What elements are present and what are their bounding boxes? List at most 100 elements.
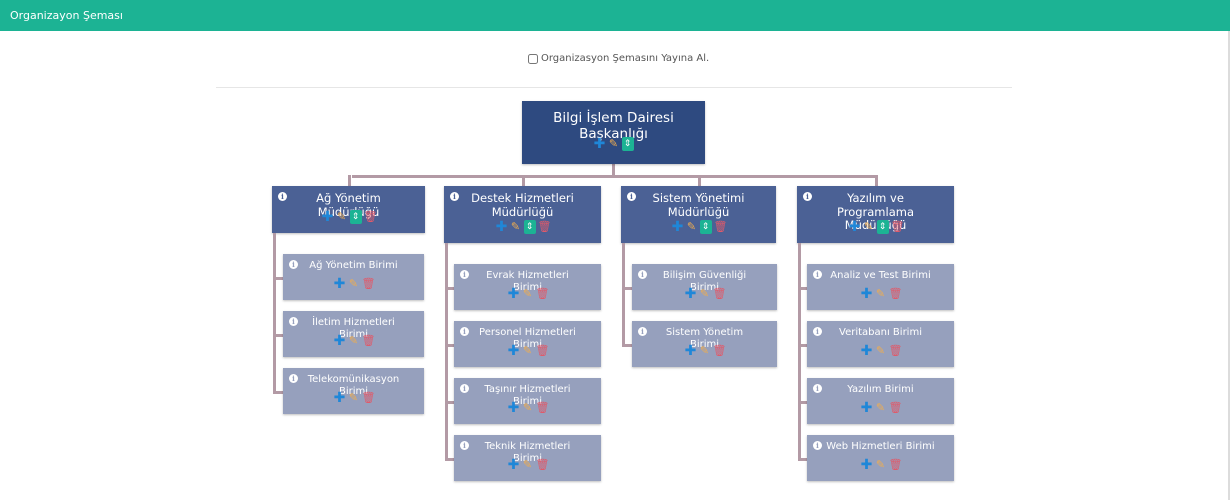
edit-icon[interactable]: ✎ <box>863 220 874 233</box>
plus-icon[interactable]: ✚ <box>848 219 861 235</box>
plus-icon[interactable]: ✚ <box>684 343 697 359</box>
trash-icon[interactable]: 🗑 <box>713 220 728 233</box>
info-icon[interactable]: i <box>638 270 647 279</box>
publish-checkbox[interactable] <box>528 53 538 64</box>
info-icon[interactable]: i <box>460 441 469 450</box>
trash-icon[interactable]: 🗑 <box>361 391 376 404</box>
root-node[interactable]: Bilgi İşlem Dairesi Başkanlığı✚✎⇕ <box>522 101 705 164</box>
edit-icon[interactable]: ✎ <box>699 287 710 300</box>
edit-icon[interactable]: ✎ <box>608 137 619 150</box>
plus-icon[interactable]: ✚ <box>507 457 520 473</box>
trash-icon[interactable]: 🗑 <box>363 210 378 223</box>
sort-icon[interactable]: ⇕ <box>621 137 634 151</box>
sort-icon[interactable]: ⇕ <box>349 210 362 224</box>
plus-icon[interactable]: ✚ <box>860 343 873 359</box>
edit-icon[interactable]: ✎ <box>522 401 533 414</box>
trash-icon[interactable]: 🗑 <box>712 287 727 300</box>
trash-icon[interactable]: 🗑 <box>888 458 903 471</box>
edit-icon[interactable]: ✎ <box>336 210 347 223</box>
edit-icon[interactable]: ✎ <box>686 220 697 233</box>
info-icon[interactable]: i <box>450 192 459 201</box>
trash-icon[interactable]: 🗑 <box>361 277 376 290</box>
info-icon[interactable]: i <box>813 327 822 336</box>
trash-icon[interactable]: 🗑 <box>712 344 727 357</box>
trash-icon[interactable]: 🗑 <box>888 344 903 357</box>
info-icon[interactable]: i <box>638 327 647 336</box>
trash-icon[interactable]: 🗑 <box>535 458 550 471</box>
edit-icon[interactable]: ✎ <box>522 287 533 300</box>
edit-icon[interactable]: ✎ <box>875 344 886 357</box>
sort-icon[interactable]: ⇕ <box>523 220 536 234</box>
info-icon[interactable]: i <box>460 384 469 393</box>
info-icon[interactable]: i <box>278 192 287 201</box>
plus-icon[interactable]: ✚ <box>333 276 346 292</box>
edit-icon[interactable]: ✎ <box>348 277 359 290</box>
plus-icon[interactable]: ✚ <box>507 286 520 302</box>
trash-icon[interactable]: 🗑 <box>361 334 376 347</box>
publish-label: Organizasyon Şemasını Yayına Al. <box>541 53 710 64</box>
node-actions: ✚✎🗑 <box>454 400 601 416</box>
plus-icon[interactable]: ✚ <box>671 219 684 235</box>
edit-icon[interactable]: ✎ <box>875 401 886 414</box>
edit-icon[interactable]: ✎ <box>522 344 533 357</box>
info-icon[interactable]: i <box>289 374 298 383</box>
plus-icon[interactable]: ✚ <box>495 219 508 235</box>
sort-icon[interactable]: ⇕ <box>876 220 889 234</box>
plus-icon[interactable]: ✚ <box>593 136 606 152</box>
info-icon[interactable]: i <box>289 317 298 326</box>
plus-icon[interactable]: ✚ <box>321 209 334 225</box>
edit-icon[interactable]: ✎ <box>522 458 533 471</box>
info-icon[interactable]: i <box>813 270 822 279</box>
edit-icon[interactable]: ✎ <box>699 344 710 357</box>
trash-icon[interactable]: 🗑 <box>535 287 550 300</box>
plus-icon[interactable]: ✚ <box>860 286 873 302</box>
plus-icon[interactable]: ✚ <box>860 400 873 416</box>
sort-icon[interactable]: ⇕ <box>699 220 712 234</box>
info-icon[interactable]: i <box>460 270 469 279</box>
node-actions: ✚✎⇕🗑 <box>444 220 601 234</box>
trash-icon[interactable]: 🗑 <box>535 401 550 414</box>
info-icon[interactable]: i <box>627 192 636 201</box>
connector-line <box>273 391 283 394</box>
plus-icon[interactable]: ✚ <box>860 457 873 473</box>
edit-icon[interactable]: ✎ <box>510 220 521 233</box>
divider <box>216 87 1012 88</box>
plus-icon[interactable]: ✚ <box>507 400 520 416</box>
trash-icon[interactable]: 🗑 <box>535 344 550 357</box>
trash-icon[interactable]: 🗑 <box>888 401 903 414</box>
edit-icon[interactable]: ✎ <box>348 391 359 404</box>
info-icon[interactable]: i <box>813 441 822 450</box>
info-icon[interactable]: i <box>813 384 822 393</box>
edit-icon[interactable]: ✎ <box>875 458 886 471</box>
publish-option[interactable]: Organizasyon Şemasını Yayına Al. <box>528 53 709 64</box>
info-icon[interactable]: i <box>460 327 469 336</box>
trash-icon[interactable]: 🗑 <box>890 220 905 233</box>
plus-icon[interactable]: ✚ <box>333 390 346 406</box>
plus-icon[interactable]: ✚ <box>333 333 346 349</box>
edit-icon[interactable]: ✎ <box>875 287 886 300</box>
plus-icon[interactable]: ✚ <box>684 286 697 302</box>
trash-icon[interactable]: 🗑 <box>888 287 903 300</box>
info-icon[interactable]: i <box>803 192 812 201</box>
plus-icon[interactable]: ✚ <box>507 343 520 359</box>
edit-icon[interactable]: ✎ <box>348 334 359 347</box>
trash-icon[interactable]: 🗑 <box>537 220 552 233</box>
info-icon[interactable]: i <box>289 260 298 269</box>
